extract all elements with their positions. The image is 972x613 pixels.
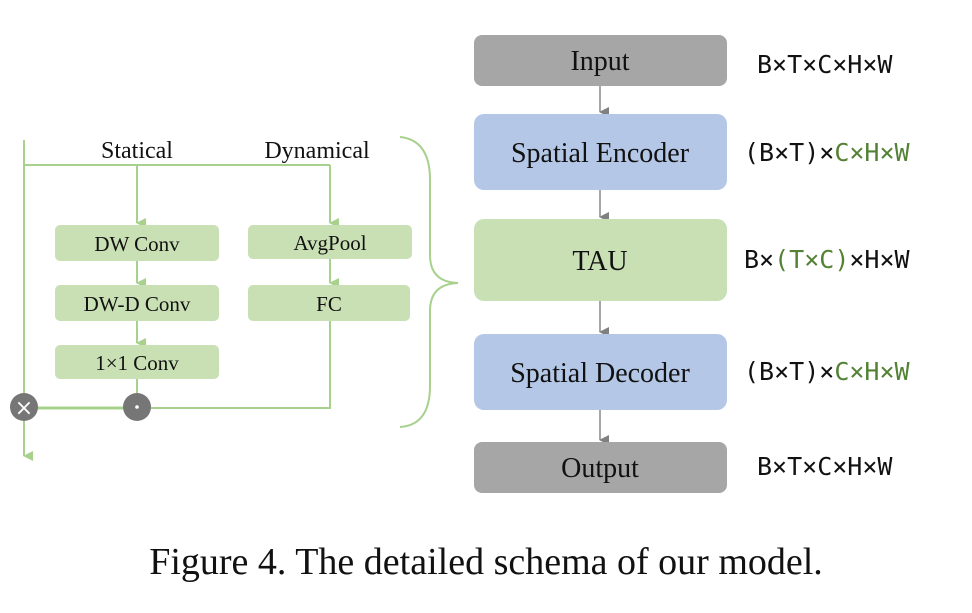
shape-segment: B×T×C×H×W [757,452,893,481]
tau-module: Statical Dynamical DW Conv DW-D Conv 1×1… [10,136,459,461]
spatial-decoder-label: Spatial Decoder [510,358,690,389]
dw-d-conv-block [55,285,219,321]
shape-segment: ×H×W [849,245,910,274]
shape-encoder: (B×T)×C×H×W [744,138,911,167]
fc-block [248,285,410,321]
tau-block [474,219,727,301]
pipeline: Input Spatial Encoder TAU Spatial Decode… [474,35,911,493]
shape-decoder: (B×T)×C×H×W [744,357,911,386]
dw-conv-label: DW Conv [94,232,180,256]
brace [399,136,459,428]
spatial-encoder-block [474,114,727,190]
shape-segment: C×H×W [834,357,910,386]
dynamical-to-dot [150,321,331,409]
shape-segment: B×T×C×H×W [757,50,893,79]
shape-output: B×T×C×H×W [757,452,893,481]
shape-segment: (B×T)× [744,138,834,167]
shape-segment: C×H×W [834,138,910,167]
shape-segment: (T×C) [774,245,849,274]
avgpool-label: AvgPool [293,231,366,255]
multiply-op-circle [10,393,38,421]
pointwise-conv-block [55,345,219,379]
avgpool-block [248,225,412,259]
shape-tau: B×(T×C)×H×W [744,245,911,274]
spatial-encoder-label: Spatial Encoder [511,138,690,169]
spatial-decoder-block [474,334,727,410]
dw-d-conv-label: DW-D Conv [84,292,191,316]
dot-icon [135,405,139,409]
dw-conv-block [55,225,219,261]
output-label: Output [561,453,639,484]
input-block [474,35,727,86]
multiply-icon: × [15,396,33,421]
shape-segment: B× [744,245,774,274]
input-label: Input [570,46,629,77]
shape-segment: (B×T)× [744,357,834,386]
figure-caption: Figure 4. The detailed schema of our mod… [149,541,823,583]
statical-label: Statical [101,138,173,164]
tau-label: TAU [572,246,627,277]
pointwise-conv-label: 1×1 Conv [95,351,179,375]
output-block [474,442,727,493]
shape-input: B×T×C×H×W [757,50,893,79]
dynamical-label: Dynamical [264,138,370,164]
fc-label: FC [316,292,342,316]
